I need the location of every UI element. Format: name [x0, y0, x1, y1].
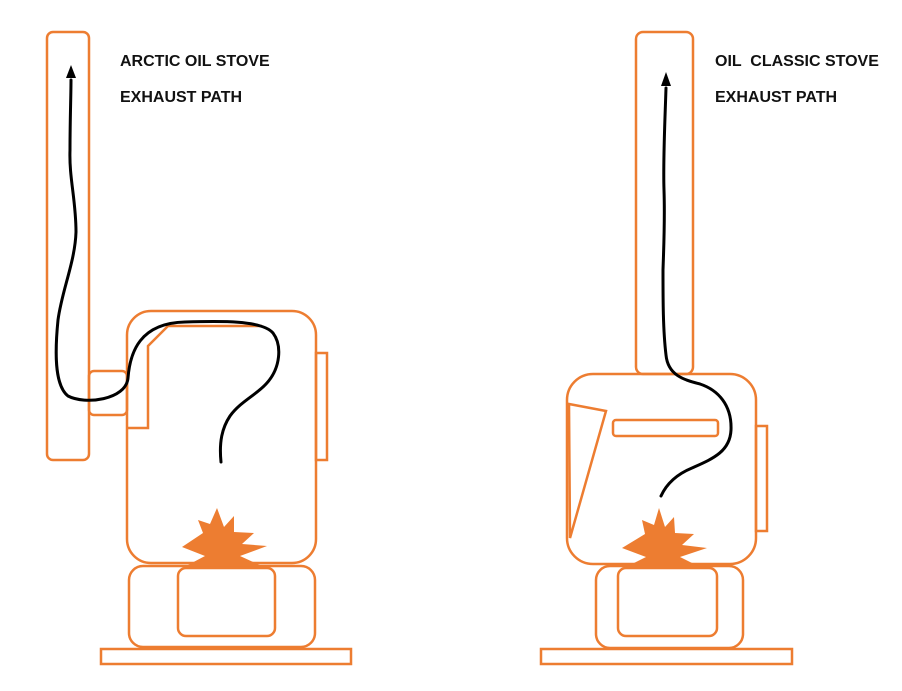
classic-base-plate [539, 647, 794, 666]
arrowhead-icon [66, 65, 76, 78]
arctic-flue-connector [87, 369, 129, 417]
classic-side-handle [754, 424, 769, 533]
arctic-base-plate [99, 647, 353, 666]
classic-title-line1: OIL CLASSIC STOVE [715, 53, 879, 70]
classic-oil-tank [616, 566, 719, 638]
arctic-oil-tank [176, 566, 277, 638]
arctic-title-line2: EXHAUST PATH [120, 89, 242, 106]
flame-icon [622, 508, 707, 567]
classic-baffle-plate [611, 418, 720, 438]
classic-stove-diagram: OIL CLASSIC STOVE EXHAUST PATH [539, 30, 879, 666]
classic-exhaust-path [659, 86, 733, 498]
arctic-chimney [45, 30, 91, 462]
flame-icon [182, 508, 267, 566]
arctic-internal-baffle [127, 324, 262, 430]
arctic-side-handle [314, 351, 329, 462]
arctic-stove-diagram: ARCTIC OIL STOVE EXHAUST PATH [45, 30, 353, 666]
classic-title-line2: EXHAUST PATH [715, 89, 837, 106]
classic-door [567, 402, 608, 539]
arctic-exhaust-path [54, 78, 281, 464]
arrowhead-icon [661, 72, 671, 86]
arctic-title-line1: ARCTIC OIL STOVE [120, 53, 270, 70]
